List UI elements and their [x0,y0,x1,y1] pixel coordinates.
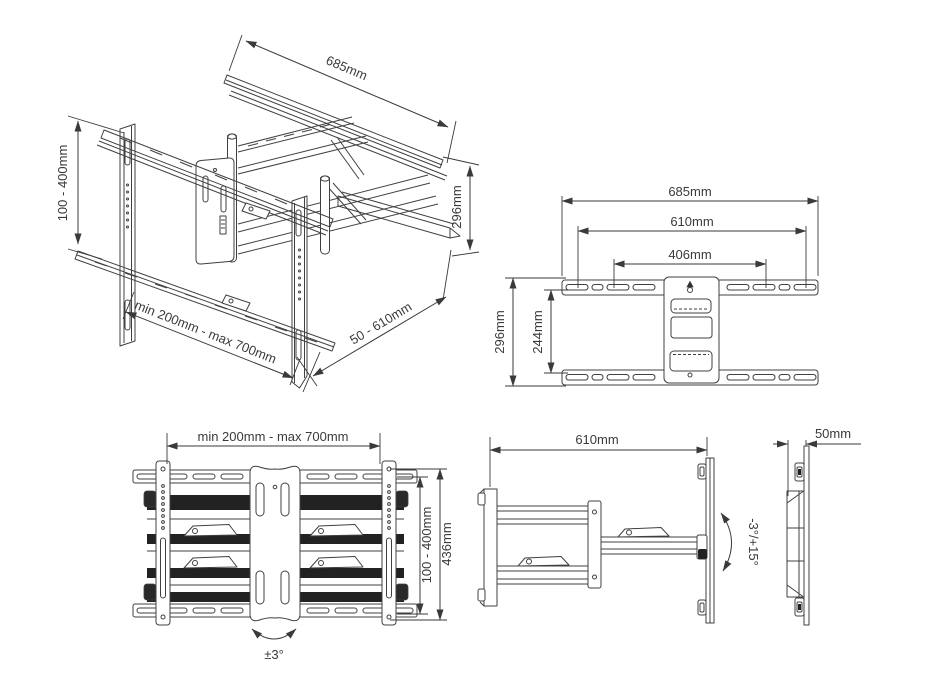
iso-dim-296: 296mm [442,156,480,257]
profile-folded-stack [786,490,805,598]
extended-dim-610: 610mm [489,432,708,487]
dim-label-extended-tilt: -3°/+15° [746,518,761,566]
bracket-dim-244: 244mm [530,289,568,374]
dim-label-assembled-width: min 200mm - max 700mm [198,429,349,444]
dim-label-assembled-100-400: 100 - 400mm [419,507,434,584]
dim-label-bracket-406: 406mm [668,247,711,262]
dim-label-assembled-436: 436mm [439,522,454,565]
isometric-view: 685mm 100 - 400mm 296mm min 200mm - max … [55,34,480,393]
side-extended-view: 610mm -3°/+15° [477,432,761,624]
iso-clamps [221,202,271,312]
iso-dim-50-610: 50 - 610mm [296,249,452,393]
iso-wall-plate [195,157,235,265]
extended-tv-plate [477,488,498,607]
dim-label-iso-685: 685mm [324,52,370,83]
iso-rear-rail [337,191,461,239]
assembled-left-bracket [155,460,171,626]
dim-label-profile-50: 50mm [815,426,851,441]
iso-dim-100-400: 100 - 400mm [55,115,125,260]
dim-label-iso-min-max: min 200mm - max 700mm [133,297,279,366]
dim-label-assembled-swivel: ±3° [264,647,284,662]
dim-label-bracket-296: 296mm [492,310,507,353]
bracket-dim-406: 406mm [613,247,767,288]
dim-label-extended-610: 610mm [575,432,618,447]
bracket-dim-296: 296mm [492,277,566,387]
extended-wall-plate [696,457,715,624]
bracket-dim-610: 610mm [577,214,807,288]
dim-label-bracket-610: 610mm [670,214,713,229]
front-assembled-view: min 200mm - max 700mm 100 - 400mm 436mm … [132,429,454,662]
assembled-dim-436: 436mm [390,468,454,621]
dim-label-iso-50-610: 50 - 610mm [347,299,414,348]
extended-dim-tilt: -3°/+15° [720,512,761,572]
side-profile-view: 50mm [773,426,861,626]
assembled-dim-width: min 200mm - max 700mm [166,429,381,464]
iso-tv-rail-center [291,195,308,389]
extended-arms [496,500,708,589]
dim-label-iso-296: 296mm [449,185,464,228]
bracket-center-plate [663,276,720,384]
assembled-dim-swivel: ±3° [251,628,297,662]
profile-dim-50: 50mm [773,426,861,496]
dim-label-bracket-685: 685mm [668,184,711,199]
dim-label-iso-100-400: 100 - 400mm [55,145,70,222]
assembled-right-bracket [381,460,397,626]
iso-fold-arms [237,116,439,255]
assembled-dim-100-400: 100 - 400mm [397,476,434,615]
iso-dim-685: 685mm [228,34,457,164]
iso-tv-rail-left [119,123,136,347]
iso-tv-strap-top [96,129,334,236]
assembled-vesa-plate [249,465,301,622]
bracket-dim-685: 685mm [561,184,819,276]
iso-dim-min-max: min 200mm - max 700mm [122,291,301,386]
dim-label-bracket-244: 244mm [530,310,545,353]
assembled-clamps [183,524,364,569]
front-bracket-view: 685mm 610mm 406mm 296mm 244mm [492,184,819,387]
